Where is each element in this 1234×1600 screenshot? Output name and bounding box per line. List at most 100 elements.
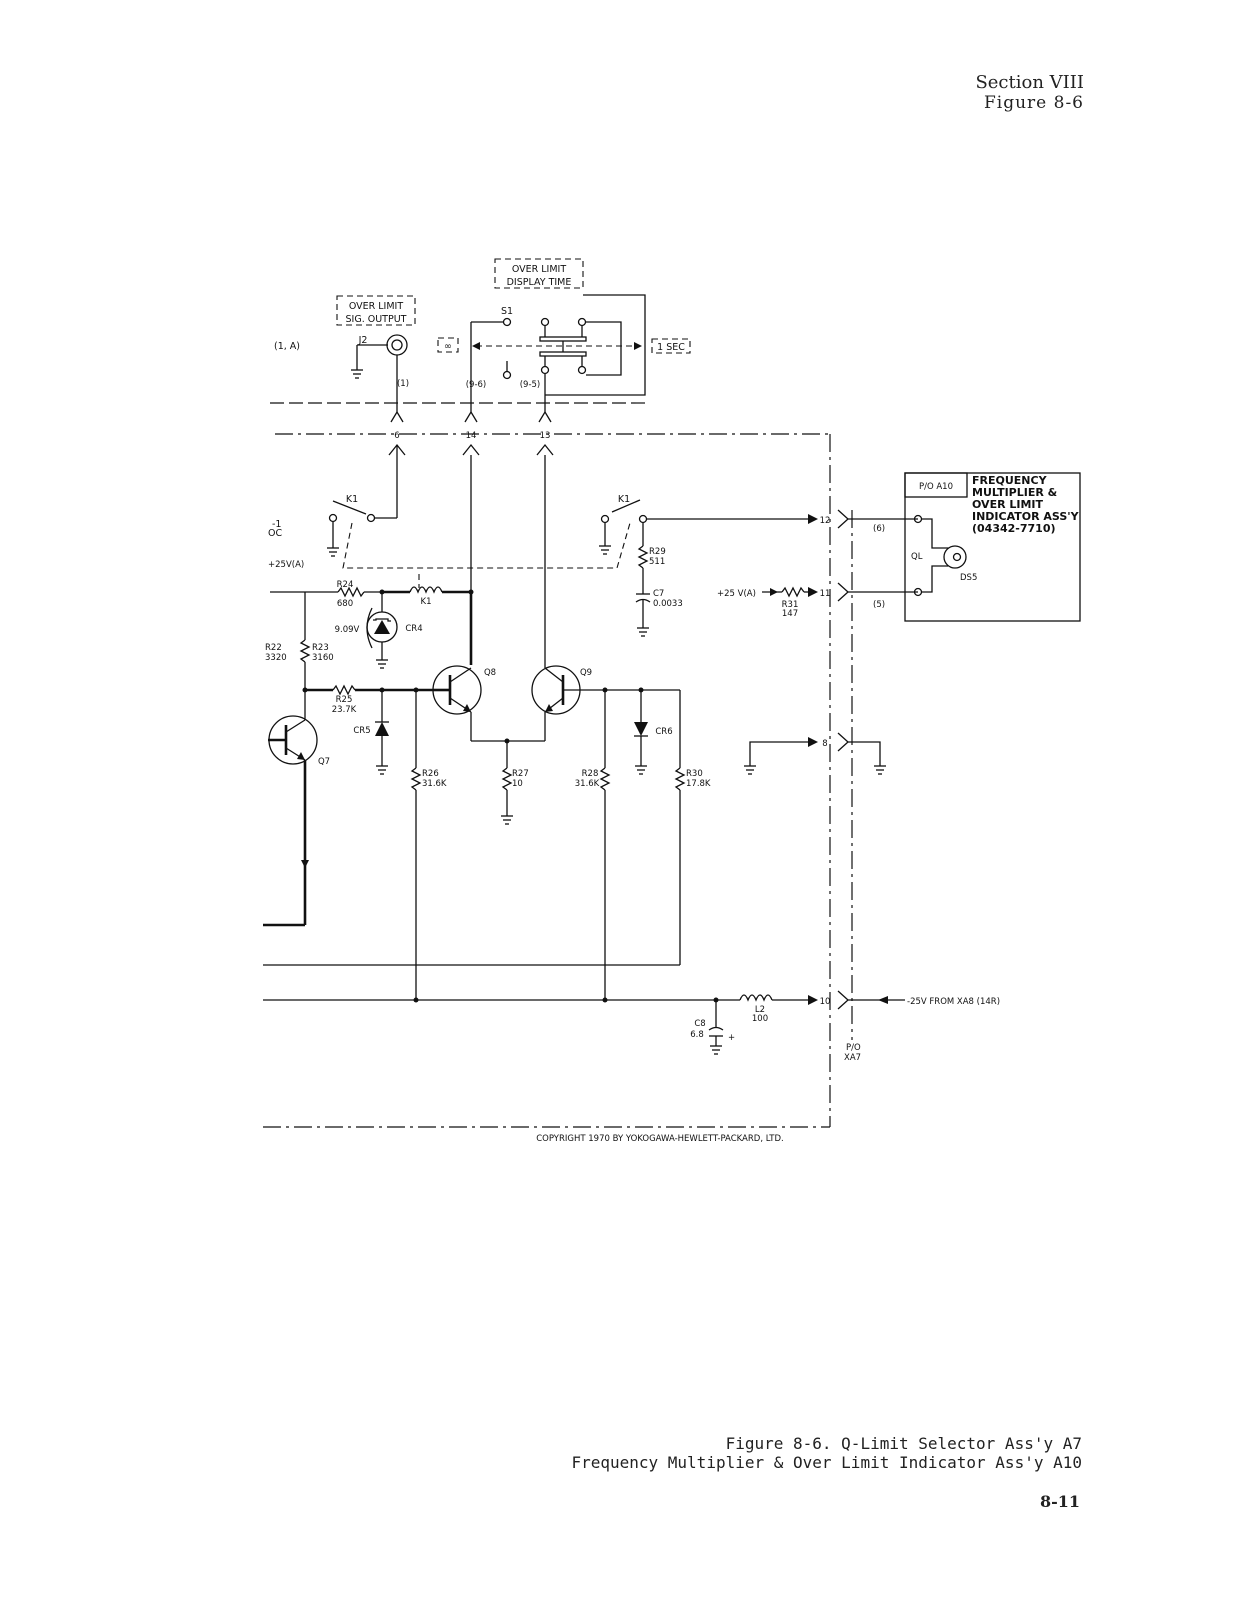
- c8-label: C8: [694, 1019, 705, 1029]
- figure-caption-line-2: Frequency Multiplier & Over Limit Indica…: [571, 1453, 1082, 1472]
- page-number: 8-11: [1039, 1492, 1080, 1511]
- r29-value: 511: [649, 557, 665, 567]
- copyright-line: COPYRIGHT 1970 BY YOKOGAWA-HEWLETT-PACKA…: [536, 1134, 784, 1144]
- q8-transistor: [432, 665, 482, 715]
- conn-11: 11: [820, 589, 831, 599]
- display-time-label-2: DISPLAY TIME: [507, 277, 572, 288]
- one-sec-label: 1 SEC: [657, 342, 685, 353]
- po-a10: P/O A10: [919, 482, 953, 492]
- figure-heading: Figure 8-6: [983, 93, 1084, 113]
- q9-label: Q9: [580, 668, 592, 678]
- a10-line-4: INDICATOR ASS'Y: [972, 510, 1080, 523]
- r24-resistor: [337, 586, 365, 598]
- a10-line-3: OVER LIMIT: [972, 498, 1044, 511]
- conn-10: 10: [820, 997, 831, 1007]
- r26-label: R26: [422, 769, 439, 779]
- sig-output-label-2: SIG. OUTPUT: [346, 314, 407, 325]
- r22-value: 3320: [265, 653, 287, 663]
- conn-6: 6: [394, 431, 399, 441]
- c7-capacitor: [635, 598, 651, 603]
- r27-label: R27: [512, 769, 529, 779]
- s1-contact: [502, 317, 512, 327]
- ds5-lamp: [943, 545, 967, 569]
- k1-right-label: K1: [618, 494, 630, 505]
- sig-output-label-1: OVER LIMIT: [349, 301, 404, 312]
- conn-8: 8: [822, 739, 827, 749]
- j2-label: J2: [358, 335, 368, 346]
- r31-value: 147: [782, 609, 798, 619]
- pin-1-a-label: (1, A): [274, 341, 300, 352]
- ql-label: QL: [911, 552, 923, 562]
- pin-5-paren: (5): [873, 600, 885, 610]
- cr4-label: CR4: [405, 624, 422, 634]
- k1-coil-label: K1: [421, 597, 432, 607]
- plus25-right: +25 V(A): [717, 589, 756, 599]
- q8-label: Q8: [484, 668, 496, 678]
- zener-voltage: 9.09V: [335, 625, 360, 635]
- r28-value: 31.6K: [575, 779, 600, 789]
- r24-label: R24: [337, 580, 354, 590]
- switch-s1-label: S1: [501, 306, 513, 317]
- display-time-label-1: OVER LIMIT: [512, 264, 567, 275]
- r22-label: R22: [265, 643, 282, 653]
- pin-6-paren: (6): [873, 524, 885, 534]
- r24-value: 680: [337, 599, 353, 609]
- c7-value: 0.0033: [653, 599, 683, 609]
- l2-inductor: [739, 994, 773, 1002]
- r30-resistor: [674, 767, 686, 791]
- r28-label: R28: [582, 769, 599, 779]
- c8-value: 6.8: [690, 1030, 704, 1040]
- left-oc: OC: [268, 528, 282, 539]
- display-time-label-box: [494, 258, 584, 289]
- r25-resistor: [332, 684, 356, 696]
- r31-label: R31: [782, 600, 799, 610]
- r26-value: 31.6K: [422, 779, 447, 789]
- po-xa7-2: XA7: [844, 1053, 861, 1063]
- pin-9-6: (9-6): [466, 380, 487, 390]
- figure-caption-line-1: Figure 8-6. Q-Limit Selector Ass'y A7: [725, 1434, 1082, 1453]
- pin-9-5: (9-5): [520, 380, 541, 390]
- r23-value: 3160: [312, 653, 334, 663]
- r30-label: R30: [686, 769, 703, 779]
- switch-enclosure: [545, 294, 646, 396]
- plus25-left: +25V(A): [268, 560, 304, 570]
- svg-text:+: +: [728, 1033, 735, 1043]
- po-xa7-1: P/O: [846, 1043, 861, 1053]
- r25-label: R25: [336, 695, 353, 705]
- r31-resistor: [781, 586, 805, 598]
- a10-line-1: FREQUENCY: [972, 474, 1048, 487]
- k1-coil: [409, 586, 443, 594]
- r29-resistor: [637, 545, 649, 569]
- ds5-label: DS5: [960, 573, 977, 583]
- pin-1: (1): [397, 379, 409, 389]
- r30-value: 17.8K: [686, 779, 711, 789]
- conn-13: 13: [540, 431, 551, 441]
- r27-resistor: [501, 767, 513, 791]
- minus25-from-label: -25V FROM XA8 (14R): [907, 997, 1000, 1007]
- cr6-label: CR6: [655, 727, 672, 737]
- left-minus-1: -1: [272, 519, 281, 530]
- infinity-label: ∞: [444, 341, 452, 352]
- a10-line-5: (04342-7710): [972, 522, 1056, 535]
- r26-resistor: [410, 767, 422, 791]
- a10-line-2: MULTIPLIER &: [972, 486, 1058, 499]
- l2-value: 100: [752, 1014, 768, 1024]
- l2-label: L2: [755, 1005, 765, 1015]
- q7-label: Q7: [318, 757, 330, 767]
- c7-label: C7: [653, 589, 664, 599]
- a10-assembly-box: [904, 472, 1081, 622]
- k1-left-label: K1: [346, 494, 358, 505]
- r25-value: 23.7K: [332, 705, 357, 715]
- j2-connector: [386, 334, 408, 356]
- r23-resistor: [299, 639, 311, 663]
- r28-resistor: [599, 767, 611, 791]
- conn-14: 14: [466, 431, 477, 441]
- r27-value: 10: [512, 779, 523, 789]
- c8-capacitor: [708, 1026, 724, 1031]
- conn-12: 12: [820, 516, 831, 526]
- section-heading: Section VIII: [975, 72, 1084, 93]
- r29-label: R29: [649, 547, 666, 557]
- r23-label: R23: [312, 643, 329, 653]
